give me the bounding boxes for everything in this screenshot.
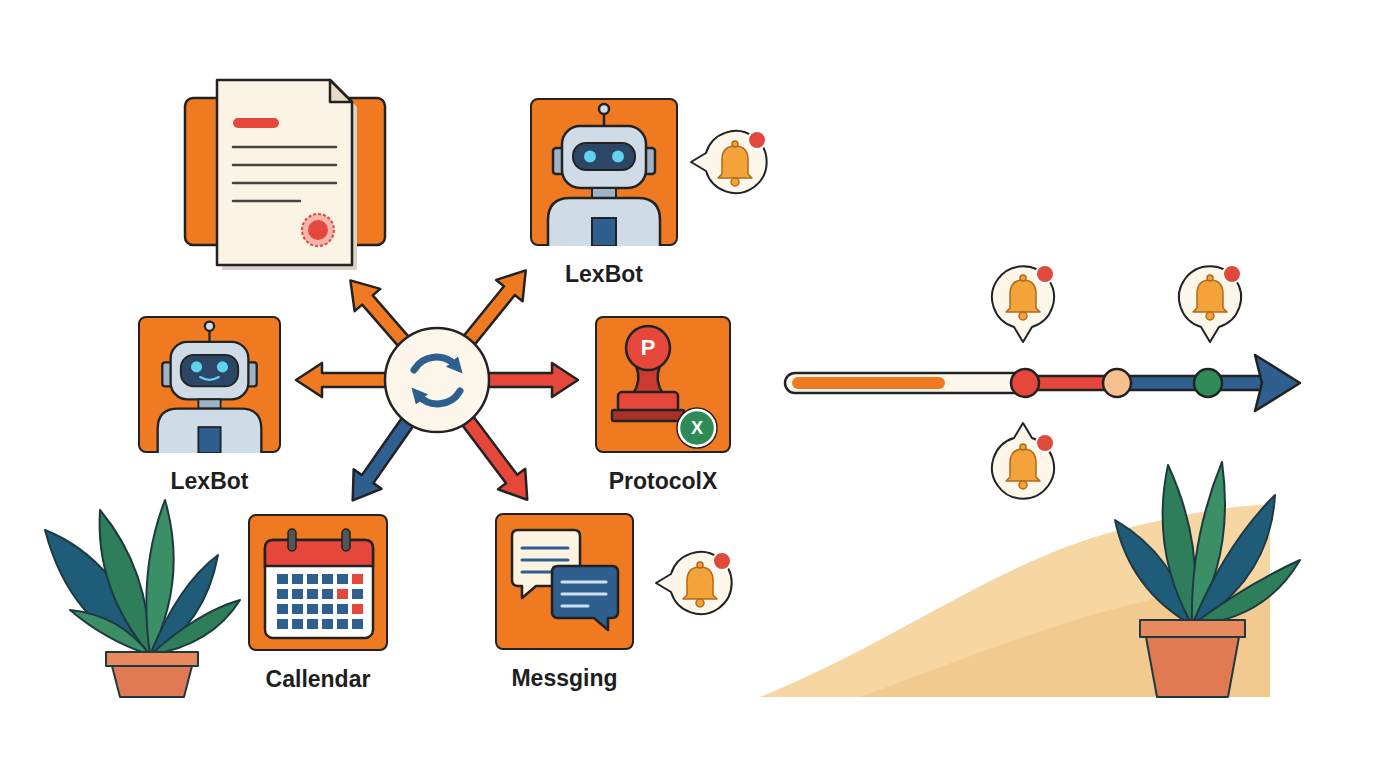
robot-icon	[158, 322, 262, 453]
document-icon-part	[330, 80, 352, 102]
document-icon-part-part	[233, 146, 336, 149]
tile-square	[530, 98, 678, 246]
chat-icon-part	[552, 566, 618, 630]
timeline-part	[1117, 376, 1262, 390]
document-icon-part-part	[233, 200, 300, 203]
icon-tile: Callendar	[248, 514, 388, 701]
document-icon-part	[217, 80, 352, 265]
sync-hub-part	[414, 357, 456, 370]
potted-plant-part	[1146, 637, 1239, 697]
tile-square	[248, 514, 388, 651]
stamp-icon	[612, 326, 717, 448]
potted-plant-part	[1192, 560, 1300, 625]
document-icon-part-part	[233, 164, 336, 167]
potted-plant-part	[150, 600, 240, 655]
potted-plant-part	[70, 610, 150, 655]
icon-tile: LexBot	[530, 98, 678, 296]
orange-arrow	[296, 363, 389, 397]
potted-plant-part	[1140, 620, 1245, 637]
notification-bell-part	[992, 423, 1054, 499]
notification-bell	[1179, 265, 1241, 342]
notification-bell-part	[656, 552, 732, 614]
notification-bell-part	[992, 266, 1054, 342]
chat-icon-part-part	[522, 559, 568, 562]
calendar-icon-part	[288, 529, 296, 551]
timeline-part	[1103, 369, 1131, 397]
tile-square	[138, 316, 281, 453]
timeline	[785, 355, 1300, 411]
timeline-part	[1194, 369, 1222, 397]
red-arrow	[485, 363, 578, 397]
notification-bell-part	[683, 552, 731, 607]
notification-bell-part	[1006, 265, 1054, 320]
potted-plant-part	[112, 666, 192, 697]
potted-plant	[45, 500, 240, 697]
calendar-icon-part	[265, 540, 373, 638]
notification-bell-part	[1006, 434, 1054, 489]
potted-plant-part	[1163, 465, 1196, 625]
tile-label: LexBot	[171, 468, 249, 494]
chat-icon	[512, 530, 618, 630]
tile-square	[595, 316, 731, 453]
document-icon-part	[308, 220, 328, 240]
document-icon-part-part	[233, 182, 336, 185]
chat-icon-part-part	[562, 581, 606, 584]
tile-label: ProtocolX	[609, 468, 718, 494]
calendar-icon-part	[352, 604, 363, 614]
tile-square	[495, 513, 634, 650]
stamp-icon-part	[633, 366, 663, 394]
chat-icon-part-part	[562, 605, 588, 608]
tile-label: LexBot	[565, 261, 643, 287]
notification-bell-part	[691, 131, 767, 193]
notification-bell-part	[718, 131, 766, 186]
chat-icon-part	[562, 582, 606, 606]
timeline-part	[792, 377, 945, 389]
sync-hub-part	[418, 391, 460, 404]
tile-label: Callendar	[266, 666, 371, 692]
timeline-part	[1011, 369, 1039, 397]
stamp-icon-part	[612, 410, 684, 421]
timeline-part	[785, 373, 1027, 393]
calendar-icon-part	[337, 589, 348, 599]
timeline-part	[1255, 355, 1300, 411]
icon-tile: LexBot	[138, 316, 281, 503]
chat-icon-part-part	[522, 571, 552, 574]
calendar-icon	[265, 529, 373, 638]
chat-icon-part	[512, 530, 580, 598]
icon-tile: ProtocolX	[595, 316, 731, 503]
stamp-icon-part	[618, 392, 678, 412]
calendar-icon-part	[277, 574, 363, 629]
calendar-icon-part	[342, 529, 350, 551]
icon-tile: Messging	[495, 513, 634, 700]
stamp-icon-part	[626, 326, 670, 370]
stamp-icon-part	[679, 410, 715, 446]
sync-hub-part	[385, 328, 489, 432]
chat-icon-part-part	[562, 593, 606, 596]
chat-icon-part-part	[522, 547, 568, 550]
notification-bell	[992, 423, 1054, 499]
calendar-icon-part	[265, 540, 373, 566]
potted-plant-part	[106, 652, 198, 666]
potted-plant	[1115, 462, 1300, 697]
document-icon-part	[302, 214, 334, 246]
tile-label: Messging	[511, 665, 617, 691]
notification-bell-part	[1179, 266, 1241, 342]
chat-icon-part	[522, 548, 568, 572]
robot-icon	[548, 104, 660, 246]
sync-hub	[385, 328, 489, 432]
calendar-icon-part	[352, 574, 363, 584]
notification-bell	[656, 552, 732, 614]
notification-bell-part	[1193, 265, 1241, 320]
stamp-icon-part	[677, 408, 717, 448]
document-icon	[185, 80, 385, 270]
document-icon-part	[233, 118, 279, 128]
notification-bell	[992, 265, 1054, 342]
document-icon-part	[233, 147, 336, 201]
radial-arrows	[296, 260, 578, 510]
notification-bell	[691, 131, 767, 193]
